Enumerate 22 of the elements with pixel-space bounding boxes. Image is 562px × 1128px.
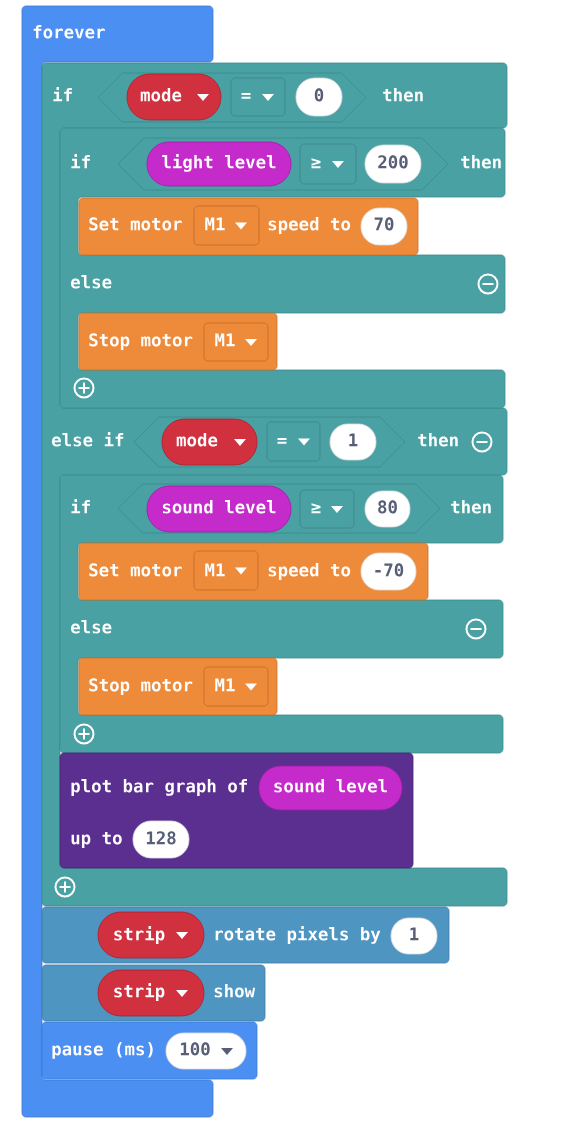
dropdown-field: M1	[203, 666, 269, 707]
dropdown-field: ≥	[299, 489, 355, 529]
variable-pill: mode	[126, 73, 222, 121]
dropdown-field: M1	[193, 205, 260, 246]
variable-pill: strip	[97, 969, 205, 1017]
dropdown-field: M1	[193, 550, 259, 591]
sensor-pill: sound level	[146, 485, 292, 533]
variable-pill: strip	[97, 911, 205, 959]
dropdown-field: ≥	[299, 143, 357, 185]
dropdown-field: M1	[203, 322, 269, 362]
dropdown-field: =	[230, 77, 286, 117]
dropdown-field: =	[266, 421, 321, 462]
value-pill: 70	[360, 207, 408, 246]
value-pill: 80	[364, 490, 411, 528]
sensor-pill: sound level	[258, 765, 403, 811]
value-pill: 0	[295, 77, 343, 117]
value-pill: 1	[390, 917, 438, 955]
value-pill: 200	[364, 144, 422, 184]
dropdown-field: 100	[165, 1032, 247, 1070]
value-pill: 128	[132, 820, 190, 859]
sensor-pill: light level	[146, 141, 292, 187]
value-pill: 1	[329, 423, 377, 461]
